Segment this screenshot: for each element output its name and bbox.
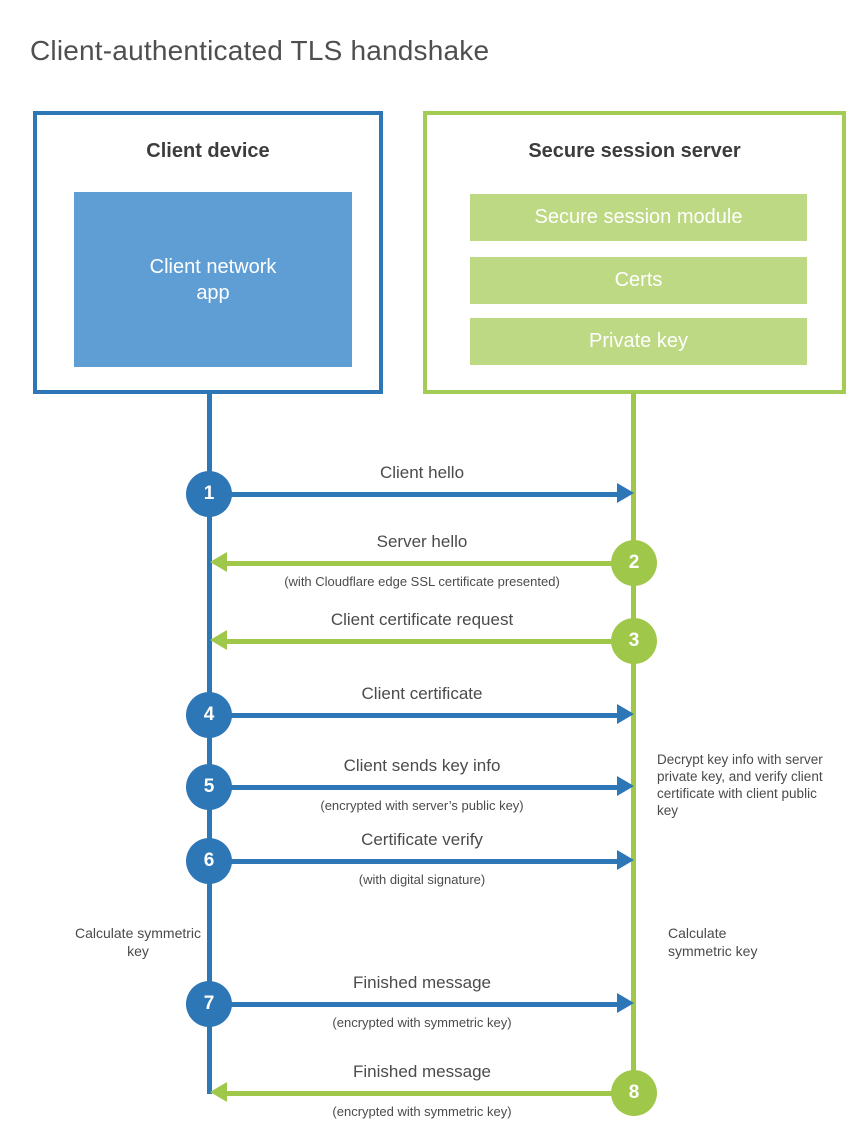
step-arrow-line <box>209 1002 618 1007</box>
step-label: Finished message <box>353 1062 491 1081</box>
step-label: Client hello <box>379 463 465 482</box>
step-number-badge: 5 <box>186 764 232 810</box>
step-label: Client certificate request <box>330 610 514 629</box>
arrowhead-right-icon <box>617 776 634 796</box>
step-number-badge: 2 <box>611 540 657 586</box>
step-sublabel: (encrypted with symmetric key) <box>332 1015 512 1030</box>
step-number-badge: 3 <box>611 618 657 664</box>
client-lifeline <box>207 392 212 1094</box>
secure-session-server-box: Secure session server Secure session mod… <box>423 111 846 394</box>
arrowhead-right-icon <box>617 704 634 724</box>
step-label: Server hello <box>376 532 468 551</box>
step-label: Finished message <box>353 973 491 992</box>
client-device-title: Client device <box>146 140 270 162</box>
server-module-bar: Private key <box>470 318 807 365</box>
step-arrow-line <box>227 639 634 644</box>
step-number-badge: 1 <box>186 471 232 517</box>
step-label: Client certificate <box>361 684 483 703</box>
step-number-badge: 6 <box>186 838 232 884</box>
arrowhead-right-icon <box>617 483 634 503</box>
server-module-bar: Secure session module <box>470 194 807 241</box>
step-arrow-line <box>209 859 618 864</box>
step-arrow-line <box>227 561 634 566</box>
page-title: Client-authenticated TLS handshake <box>30 34 490 66</box>
secure-session-server-title: Secure session server <box>528 140 741 162</box>
decrypt-key-info-note: Decrypt key info with server private key… <box>657 752 823 819</box>
step-label: Certificate verify <box>361 830 483 849</box>
arrowhead-right-icon <box>617 850 634 870</box>
arrowhead-left-icon <box>210 630 227 650</box>
arrowhead-left-icon <box>210 1082 227 1102</box>
step-label: Client sends key info <box>343 756 501 775</box>
step-sublabel: (encrypted with server’s public key) <box>320 798 524 813</box>
calculate-symmetric-key-note-client: Calculate symmetric key <box>74 925 202 959</box>
step-sublabel: (encrypted with symmetric key) <box>332 1104 512 1119</box>
step-arrow-line <box>209 785 618 790</box>
server-module-bar: Certs <box>470 257 807 304</box>
client-device-box: Client device Client network app <box>33 111 383 394</box>
step-number-badge: 4 <box>186 692 232 738</box>
arrowhead-right-icon <box>617 993 634 1013</box>
step-sublabel: (with Cloudflare edge SSL certificate pr… <box>284 574 560 589</box>
server-lifeline <box>631 392 636 1094</box>
step-sublabel: (with digital signature) <box>358 872 486 887</box>
client-network-app-block: Client network app <box>74 192 352 367</box>
step-number-badge: 8 <box>611 1070 657 1116</box>
step-arrow-line <box>227 1091 634 1096</box>
step-arrow-line <box>209 713 618 718</box>
step-arrow-line <box>209 492 618 497</box>
step-number-badge: 7 <box>186 981 232 1027</box>
arrowhead-left-icon <box>210 552 227 572</box>
calculate-symmetric-key-note-server: Calculate symmetric key <box>668 925 758 959</box>
